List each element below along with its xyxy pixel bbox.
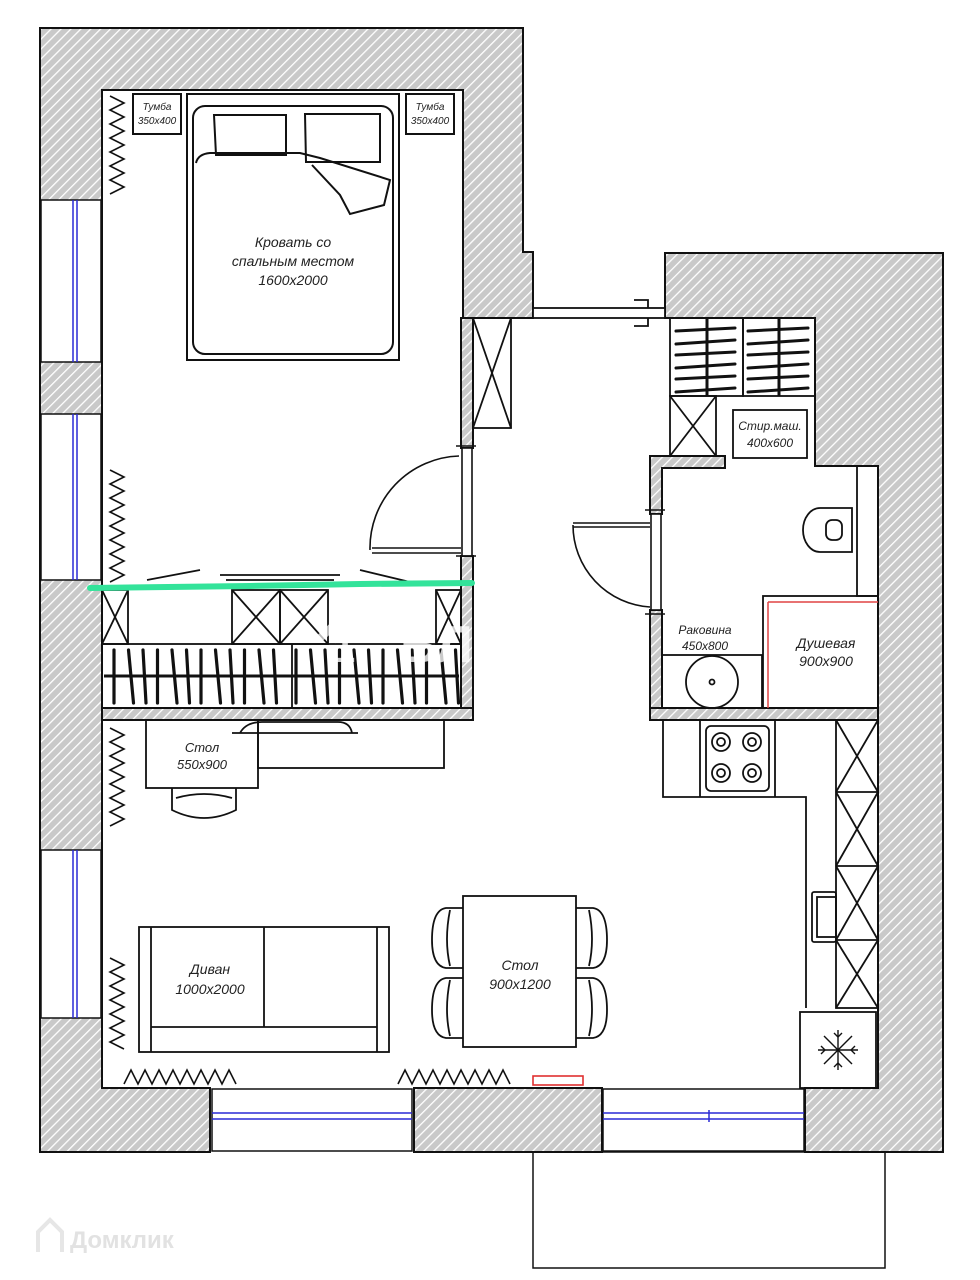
wall-bathroom-left bbox=[649, 455, 726, 515]
desk-chair bbox=[171, 788, 237, 819]
blanket bbox=[195, 152, 392, 216]
bedroom: Тумба 350x400 Тумба 350x400 Кровать со с… bbox=[132, 93, 455, 361]
nightstand-left bbox=[132, 93, 182, 135]
hanger bbox=[674, 374, 737, 381]
watermark-domclick: Домклик bbox=[36, 1217, 175, 1254]
hanger bbox=[308, 648, 318, 705]
washing-machine: Стир.маш. 400x600 bbox=[732, 409, 808, 459]
hanger bbox=[453, 648, 461, 705]
watermark-brand: ВЛАДИС bbox=[400, 616, 624, 674]
bed-label-line1: Кровать со bbox=[255, 234, 332, 250]
hanger bbox=[674, 350, 737, 357]
hanger bbox=[170, 648, 179, 705]
washer-size: 400x600 bbox=[747, 436, 793, 450]
bed-label-size: 1600x2000 bbox=[258, 272, 328, 288]
hanger bbox=[323, 648, 330, 705]
partition-highlight bbox=[87, 580, 475, 591]
washer-name: Стир.маш. bbox=[738, 419, 802, 433]
shower-name: Душевая bbox=[795, 635, 856, 651]
wall-bottom-middle bbox=[413, 1087, 603, 1153]
bed-label-line2: спальным местом bbox=[232, 253, 355, 269]
curtain-bedroom-top bbox=[108, 95, 126, 195]
walls bbox=[39, 27, 944, 1153]
hanger bbox=[746, 362, 810, 370]
desk-name: Стол bbox=[185, 740, 220, 755]
hanger bbox=[352, 648, 361, 705]
sink-bowl-icon bbox=[685, 655, 739, 709]
curtain-living-lower bbox=[108, 957, 126, 1050]
bedroom-door bbox=[369, 445, 476, 557]
corridor-cabinet bbox=[472, 317, 512, 429]
wardrobe bbox=[101, 569, 462, 709]
pillow-right bbox=[303, 113, 381, 163]
hanger bbox=[410, 648, 417, 705]
hanger bbox=[257, 648, 266, 705]
curtain-bottom-left bbox=[123, 1068, 237, 1086]
hanger bbox=[746, 338, 810, 346]
shower-size: 900x900 bbox=[799, 653, 853, 669]
curtain-bottom-right bbox=[397, 1068, 511, 1086]
hanger bbox=[674, 326, 737, 333]
snowflake-icon bbox=[818, 1030, 858, 1070]
house-icon bbox=[36, 1217, 64, 1252]
hanger bbox=[213, 648, 223, 705]
wall-bathroom-bottom bbox=[649, 707, 879, 721]
curtains bbox=[108, 95, 511, 1086]
pillow-left bbox=[212, 114, 287, 156]
wall-bedroom-outer bbox=[39, 27, 534, 1153]
hanger bbox=[674, 338, 737, 346]
hanger bbox=[366, 648, 374, 705]
watermark-site: Домклик bbox=[70, 1227, 175, 1254]
hanger bbox=[141, 648, 148, 705]
curtain-bedroom-lower bbox=[108, 469, 126, 583]
balcony-outline bbox=[532, 1151, 886, 1269]
hall-wardrobe bbox=[669, 317, 816, 457]
nightstand-left-name: Тумба bbox=[143, 101, 172, 113]
kitchen bbox=[662, 719, 879, 1089]
toilet-icon bbox=[802, 507, 853, 553]
bathroom-door bbox=[572, 509, 665, 615]
windows bbox=[40, 199, 805, 1152]
living-room: Стол 550x900 Диван 1000x2000 Стол 900x12… bbox=[138, 719, 608, 1086]
wall-bedroom-corridor bbox=[460, 317, 474, 449]
wall-bathroom-left-lower bbox=[649, 609, 663, 721]
dining-table-name: Стол bbox=[502, 957, 539, 973]
hanger bbox=[271, 648, 279, 705]
hanger bbox=[395, 648, 405, 705]
bed-mattress bbox=[192, 105, 394, 355]
hanger bbox=[439, 648, 448, 705]
stove-burner-icon bbox=[711, 732, 762, 783]
dining-table-size: 900x1200 bbox=[489, 976, 551, 992]
entrance-door bbox=[532, 299, 666, 327]
sink-size: 450x800 bbox=[682, 639, 728, 653]
nightstand-left-size: 350x400 bbox=[138, 116, 177, 127]
sink-name: Раковина bbox=[678, 623, 732, 637]
radiator-marker bbox=[532, 1075, 584, 1086]
nightstand-right-size: 350x400 bbox=[411, 116, 450, 127]
desk-size: 550x900 bbox=[177, 757, 228, 772]
hanger bbox=[184, 648, 192, 705]
bathroom: Раковина 450x800 Душевая 900x900 bbox=[661, 465, 879, 709]
sofa-size: 1000x2000 bbox=[175, 981, 245, 997]
hanger bbox=[746, 386, 810, 394]
hanger bbox=[126, 648, 136, 705]
watermark-vladis: 1 ВЛАДИС bbox=[315, 609, 624, 674]
curtain-living-upper bbox=[108, 727, 126, 827]
nightstand-right-name: Тумба bbox=[416, 101, 445, 113]
nightstand-right bbox=[405, 93, 455, 135]
watermark-logo-digit: 1 bbox=[333, 627, 355, 671]
hanger bbox=[674, 386, 737, 394]
wall-wardrobe-bottom bbox=[101, 707, 474, 721]
dining-chairs bbox=[431, 907, 608, 1039]
hanger bbox=[746, 374, 810, 381]
sofa-name: Диван bbox=[188, 961, 230, 977]
hanger bbox=[674, 362, 737, 370]
hanger bbox=[228, 648, 235, 705]
bed-frame bbox=[186, 93, 400, 361]
hanger bbox=[746, 350, 810, 357]
hanger bbox=[746, 326, 810, 333]
